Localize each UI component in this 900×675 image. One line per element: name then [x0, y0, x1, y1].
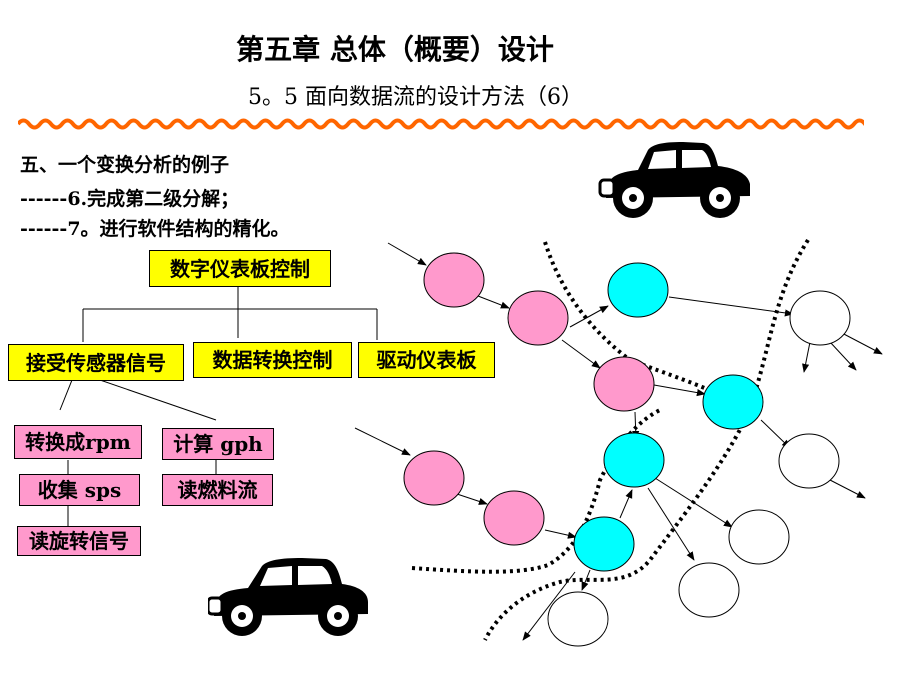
- transform-node-2: [702, 374, 764, 430]
- afferent-node-5: [483, 490, 545, 546]
- intro-step-7: ------7。进行软件结构的精化。: [20, 218, 290, 240]
- afferent-node-4: [403, 450, 465, 506]
- node-receive-sensor-signal: 接受传感器信号: [8, 344, 184, 381]
- intro-heading: 五、一个变换分析的例子: [20, 154, 230, 176]
- transform-node-3: [603, 432, 665, 488]
- transform-node-4: [573, 516, 635, 572]
- node-read-fuel-flow: 读燃料流: [162, 474, 273, 506]
- car-icon: [208, 558, 368, 636]
- page-title: 第五章 总体（概要）设计: [236, 33, 554, 66]
- node-read-rotation-signal: 读旋转信号: [17, 526, 141, 556]
- afferent-node-2: [507, 290, 569, 346]
- car-icon: [598, 142, 750, 218]
- node-convert-rpm: 转换成rpm: [14, 425, 142, 459]
- node-drive-dashboard: 驱动仪表板: [358, 342, 495, 378]
- node-data-conversion-control: 数据转换控制: [193, 342, 352, 378]
- efferent-node-2: [778, 433, 840, 489]
- efferent-node-3: [728, 509, 790, 565]
- afferent-node-1: [423, 252, 485, 308]
- node-dashboard-control: 数字仪表板控制: [149, 250, 331, 287]
- wavy-divider: [18, 118, 864, 130]
- afferent-node-3: [593, 356, 655, 412]
- page-subtitle: 5。5 面向数据流的设计方法（6）: [248, 85, 583, 110]
- efferent-node-4: [678, 562, 740, 618]
- intro-step-6: ------6.完成第二级分解；: [20, 188, 240, 210]
- efferent-node-5: [547, 591, 609, 647]
- efferent-node-1: [789, 290, 851, 346]
- transform-node-1: [607, 262, 669, 318]
- node-compute-gph: 计算 gph: [162, 428, 274, 460]
- node-collect-sps: 收集 sps: [19, 474, 140, 506]
